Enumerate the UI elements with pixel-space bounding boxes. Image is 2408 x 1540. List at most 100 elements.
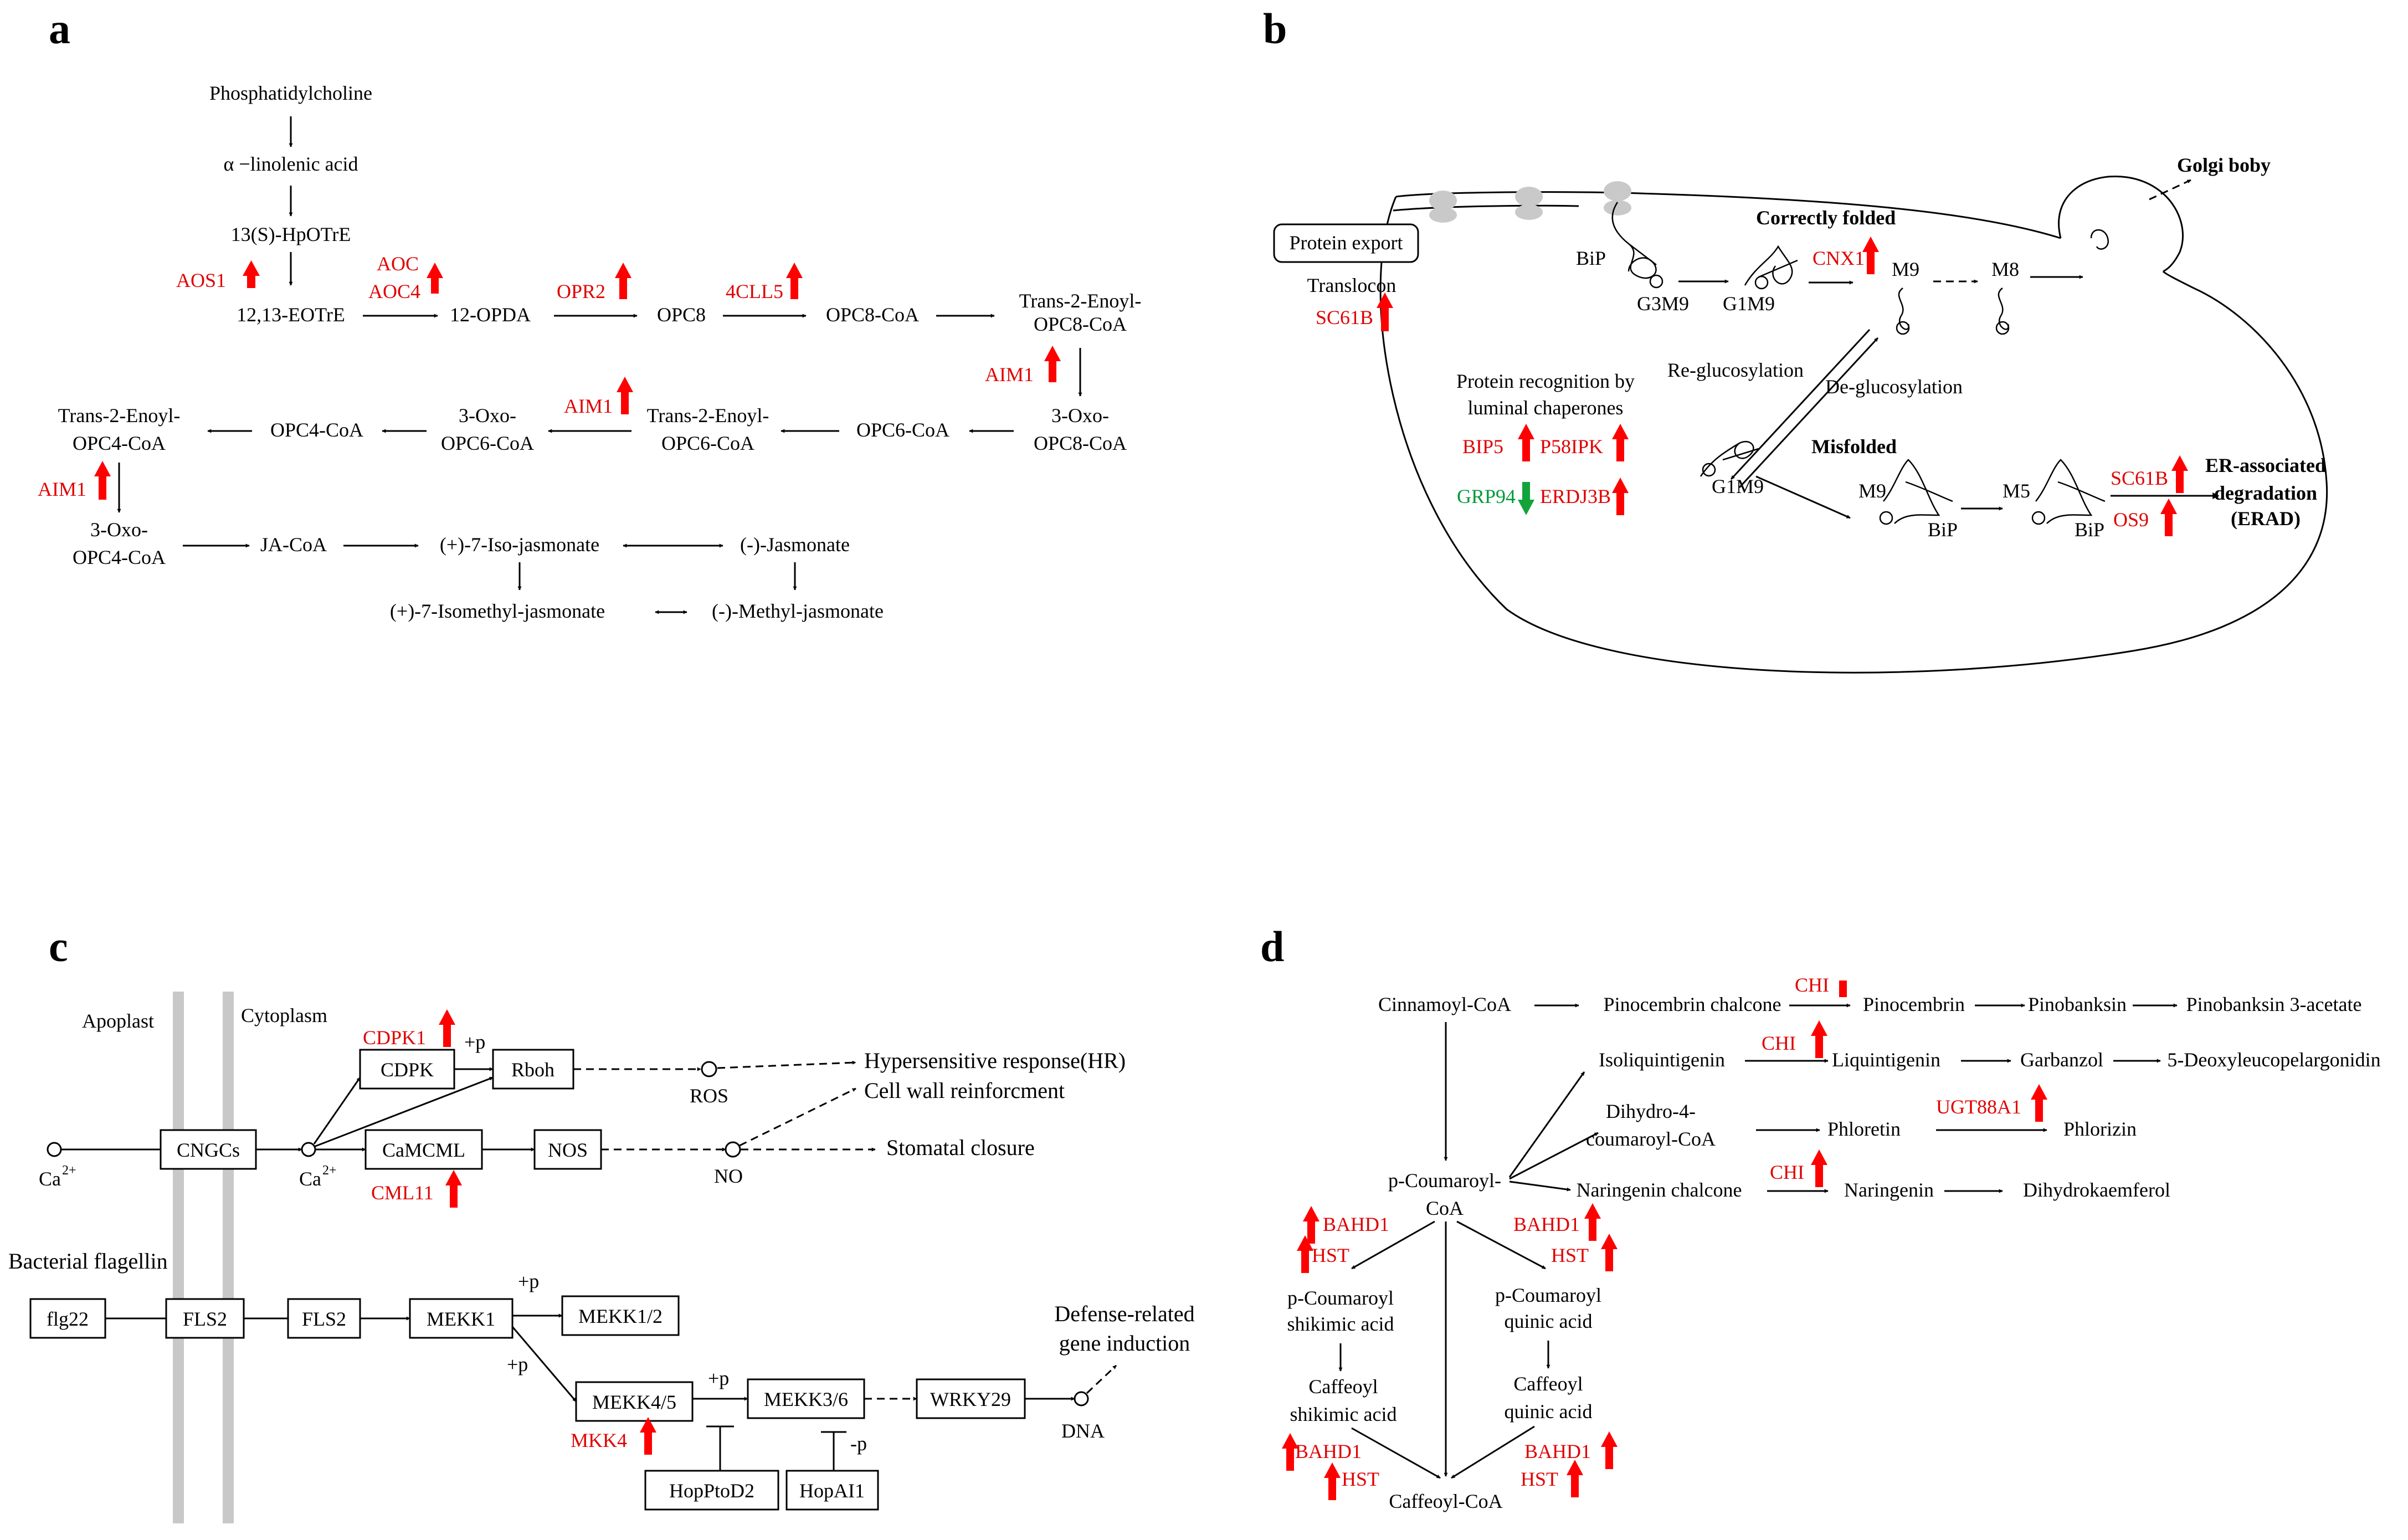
- cnx1-gene: CNX1: [1813, 247, 1865, 269]
- opc4coa-label: OPC4-CoA: [270, 419, 363, 441]
- arrow-ca-to-rboh: [314, 1076, 494, 1148]
- dihydro-label-1: Dihydro-4-: [1606, 1100, 1696, 1122]
- wrky29-label: WRKY29: [930, 1388, 1011, 1410]
- chi-1-gene: CHI: [1795, 974, 1829, 996]
- cngcs-box: [160, 1129, 257, 1170]
- m8-label: M8: [1991, 258, 2019, 280]
- er-membrane-top: [1395, 191, 2061, 239]
- ugt88a1-up-arrow-icon: [2031, 1084, 2047, 1122]
- phlorizin-label: Phlorizin: [2063, 1118, 2137, 1140]
- aoc-up-arrow-icon: [427, 263, 443, 294]
- opc8-label: OPC8: [657, 304, 706, 326]
- panel-a-letter: a: [49, 4, 70, 53]
- rboh-label: Rboh: [511, 1059, 554, 1081]
- bahd1-bl-gene: BAHD1: [1295, 1440, 1362, 1462]
- plus-p-mekk45: +p: [507, 1353, 528, 1375]
- oxo-opc6-label-1: 3-Oxo-: [459, 404, 516, 427]
- wrky29-box: [916, 1378, 1026, 1419]
- cml11-gene: CML11: [371, 1182, 434, 1204]
- bahd1-left-gene: BAHD1: [1323, 1213, 1389, 1235]
- bahd1-br-up-arrow-icon: [1601, 1431, 1618, 1469]
- chi-3-up-arrow-icon: [1811, 1149, 1827, 1187]
- alpha-linolenic-label: α −linolenic acid: [223, 153, 358, 175]
- no-node: [725, 1141, 741, 1158]
- pinobanksin-acetate-label: Pinobanksin 3-acetate: [2186, 993, 2362, 1015]
- phosphatidylcholine-label: Phosphatidylcholine: [209, 82, 372, 104]
- recognition-label-2: luminal chaperones: [1468, 397, 1624, 419]
- g3m9-label: G3M9: [1637, 292, 1689, 315]
- erdj3b-up-arrow-icon: [1612, 478, 1629, 515]
- mkk4-gene: MKK4: [571, 1429, 627, 1451]
- ribosome-2b: [1515, 204, 1543, 220]
- aim1-gene-a: AIM1: [985, 363, 1034, 386]
- chi-3-gene: CHI: [1770, 1161, 1804, 1183]
- misfolded-label: Misfolded: [1811, 435, 1897, 458]
- hopai1-label: HopAI1: [799, 1480, 865, 1502]
- no-label: NO: [714, 1165, 743, 1187]
- defense-label-1: Defense-related: [1054, 1301, 1194, 1326]
- arrow-to-isoliquintigenin: [1508, 1071, 1585, 1178]
- arrow-to-pc-shikimic: [1351, 1220, 1435, 1270]
- arrow-to-golgi: [2149, 179, 2191, 201]
- g1m9-bottom-glycan-icon: [1702, 463, 1716, 477]
- sc61b-top-up-arrow-icon: [1377, 292, 1393, 331]
- bahd1-left-up-arrow-icon: [1303, 1206, 1319, 1244]
- 4cll5-up-arrow-icon: [786, 263, 803, 299]
- oxo-opc8-label-2: OPC8-CoA: [1034, 432, 1127, 454]
- garbanzol-label: Garbanzol: [2020, 1049, 2103, 1071]
- er-membrane-outline: [1379, 196, 2328, 674]
- hst-bl-gene: HST: [1342, 1468, 1379, 1490]
- eotre-label: 12,13-EOTrE: [237, 304, 345, 326]
- membrane-bar-left: [173, 992, 184, 1523]
- arrow-dna-to-defense: [1086, 1364, 1117, 1394]
- m9-glycan-icon: [1896, 321, 1910, 335]
- naringenin-label: Naringenin: [1844, 1179, 1934, 1201]
- methyl-jasmonate-label: (-)-Methyl-jasmonate: [712, 600, 884, 622]
- m9-bottom-label: M9: [1858, 480, 1886, 502]
- ribosome-1: [1429, 191, 1457, 211]
- hopai1-box: [785, 1470, 879, 1511]
- chi-1-marker-icon: [1839, 981, 1847, 997]
- arrow-g1m9-to-misfolded: [1755, 475, 1851, 519]
- flg22-label: flg22: [47, 1308, 89, 1330]
- fls2-a-label: FLS2: [183, 1308, 227, 1330]
- hopptod2-box: [644, 1470, 779, 1511]
- protein-export-label: Protein export: [1290, 232, 1403, 254]
- erad-label-3: (ERAD): [2231, 507, 2301, 530]
- panel-c: c Apoplast Cytoplasm Ca 2+ CNGCs Ca 2+ C…: [8, 922, 1195, 1523]
- defense-label-2: gene induction: [1059, 1331, 1190, 1356]
- opr2-up-arrow-icon: [615, 263, 631, 299]
- erad-label-1: ER-associated: [2205, 454, 2326, 476]
- oxo-opc6-label-2: OPC6-CoA: [441, 432, 534, 454]
- caf-shikimic-label-1: Caffeoyl: [1308, 1375, 1378, 1398]
- grp94-down-arrow-icon: [1518, 482, 1534, 515]
- sc61b-top-gene: SC61B: [1316, 306, 1373, 328]
- fls2-b-box: [287, 1298, 361, 1339]
- panel-b-letter: b: [1263, 4, 1287, 53]
- m5-label: M5: [2003, 480, 2030, 502]
- mekk36-label: MEKK3/6: [764, 1388, 848, 1410]
- aim1-gene-c: AIM1: [38, 478, 86, 500]
- cml11-up-arrow-icon: [445, 1170, 462, 1208]
- m9-top-label: M9: [1892, 258, 1919, 280]
- bip5-gene: BIP5: [1462, 435, 1503, 458]
- g3m9-glycan-icon: [1649, 274, 1663, 289]
- aos1-up-arrow-icon: [243, 260, 260, 288]
- mkk4-up-arrow-icon: [640, 1417, 656, 1455]
- chi-2-up-arrow-icon: [1811, 1020, 1827, 1058]
- pinocembrin-chalcone-label: Pinocembrin chalcone: [1604, 993, 1781, 1015]
- opr2-gene: OPR2: [557, 280, 605, 302]
- arrow-to-pc-quinic: [1456, 1220, 1546, 1270]
- hst-bl-up-arrow-icon: [1324, 1462, 1341, 1500]
- pinobanksin-label: Pinobanksin: [2028, 993, 2127, 1015]
- membrane-bar-right: [223, 992, 234, 1523]
- pc-quinic-label-1: p-Coumaroyl: [1495, 1284, 1601, 1306]
- aim1-gene-b: AIM1: [564, 395, 613, 417]
- p58ipk-gene: P58IPK: [1540, 435, 1603, 458]
- p58ipk-up-arrow-icon: [1612, 424, 1629, 461]
- naringenin-chalcone-label: Naringenin chalcone: [1577, 1179, 1742, 1201]
- chi-2-gene: CHI: [1762, 1032, 1796, 1054]
- opc8coa-label: OPC8-CoA: [826, 304, 919, 326]
- jacoa-label: JA-CoA: [260, 533, 327, 556]
